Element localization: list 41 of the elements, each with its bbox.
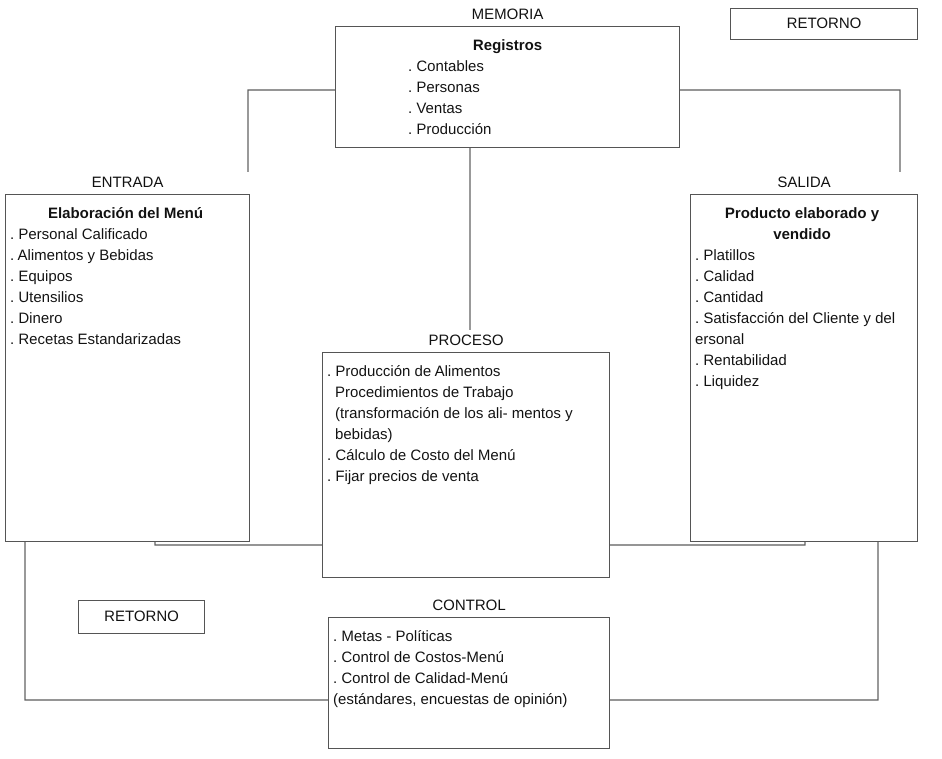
list-item: . Metas - Políticas [333,627,454,647]
list-item: . Cantidad [695,288,764,308]
list-item: . Producción de Alimentos [327,362,502,382]
list-item: . Alimentos y Bebidas [10,246,154,266]
list-item: . Rentabilidad [695,351,788,371]
list-item: . Satisfacción del Cliente y del ersonal [695,309,896,350]
section-heading: PROCESO [427,331,504,351]
connector-line [680,89,901,172]
box-title: Elaboración del Menú [46,204,204,224]
list-item: . Platillos [695,246,756,266]
section-heading: ENTRADA [90,173,164,193]
section-heading: MEMORIA [470,5,544,25]
list-item: . Ventas [408,99,464,119]
list-item: . Personas [408,78,481,98]
connector-line [610,542,879,701]
list-item: . Fijar precios de venta [327,467,480,487]
list-item: . Contables [408,57,485,77]
list-item: . Control de Calidad-Menú [333,669,510,689]
list-item: . Control de Costos-Menú [333,648,505,668]
list-item: . Personal Calificado [10,225,149,245]
list-item: Procedimientos de Trabajo (transformación de los ali- mentos y bebidas) [334,383,574,445]
return-box: RETORNO [730,8,918,40]
list-item: . Calidad [695,267,756,287]
box-title: Registros [472,36,544,56]
connector-line [154,542,322,546]
return-box: RETORNO [78,600,205,634]
list-item: . Dinero [10,309,64,329]
list-item: . Liquidez [695,372,760,392]
list-item: . Producción [408,120,492,140]
connector-line [469,148,471,330]
list-item: . Utensilios [10,288,84,308]
section-heading: CONTROL [431,596,507,616]
section-heading: SALIDA [776,173,832,193]
list-item: . Recetas Estandarizadas [10,330,182,350]
connector-line [247,89,335,172]
list-item: . Equipos [10,267,74,287]
list-item: . Cálculo de Costo del Menú [327,446,516,466]
list-item: (estándares, encuestas de opinión) [333,690,568,710]
box-title: Producto elaborado y vendido [724,204,880,245]
connector-line [24,542,328,701]
connector-line [610,542,806,546]
